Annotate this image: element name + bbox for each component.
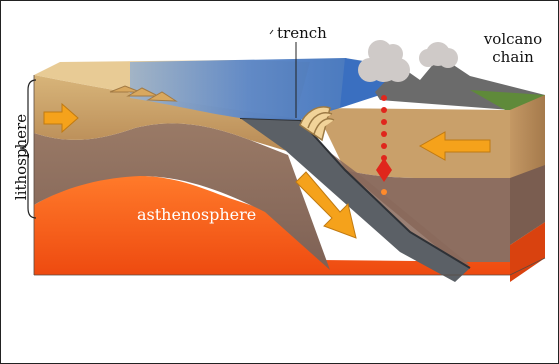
- volcano-label-line2: chain: [478, 48, 548, 66]
- lithosphere-label: lithosphere: [12, 102, 30, 212]
- trench-tick: [270, 30, 273, 34]
- trench-label: trench: [277, 24, 327, 42]
- volcano-label-line1: volcano: [478, 30, 548, 48]
- volcano-chain-label: volcano chain: [478, 30, 548, 66]
- asthenosphere-label: asthenosphere: [137, 206, 256, 224]
